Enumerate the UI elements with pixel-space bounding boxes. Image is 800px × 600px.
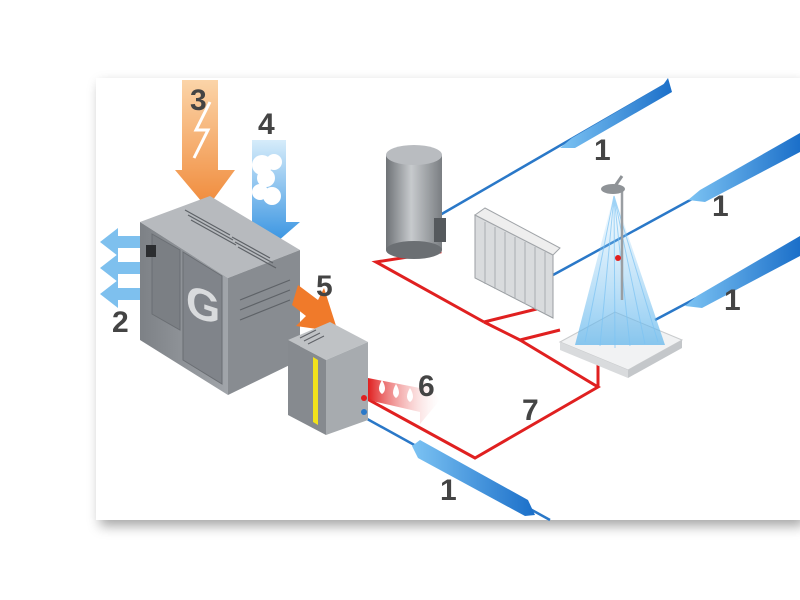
lightning-icon xyxy=(192,101,212,159)
label-heat-flow: 5 xyxy=(316,270,333,303)
label-hot-water: 6 xyxy=(418,370,435,403)
label-cooling-air-in: 4 xyxy=(258,108,275,141)
cloud-icon xyxy=(252,154,282,205)
cooling-air-out-arrows xyxy=(100,228,162,308)
label-electrical-energy: 3 xyxy=(190,84,207,117)
storage-tank xyxy=(386,145,446,259)
heat-recovery-unit xyxy=(288,322,368,435)
heat-flow-arrow xyxy=(292,285,338,332)
water-arrow-shower xyxy=(685,236,800,308)
label-water-inlet-radiator: 1 xyxy=(712,190,729,223)
water-inlet-arrows xyxy=(412,78,800,516)
water-arrow-tank xyxy=(560,78,672,148)
label-hot-water-circuit: 7 xyxy=(522,394,539,427)
electrical-energy-arrow xyxy=(175,80,235,208)
label-water-inlet-recovery: 1 xyxy=(440,474,457,507)
cooling-air-arrow xyxy=(240,140,300,248)
label-water-inlet-shower: 1 xyxy=(724,284,741,317)
label-cooling-air-out: 2 xyxy=(112,306,129,339)
compressor-logo: G xyxy=(186,274,220,335)
water-drop-icon xyxy=(379,380,413,402)
water-arrow-radiator xyxy=(688,133,800,202)
water-arrow-recovery xyxy=(412,440,535,516)
label-water-inlet-tank: 1 xyxy=(594,134,611,167)
radiator xyxy=(474,207,561,319)
hot-water-arrow xyxy=(368,376,440,424)
air-compressor: G xyxy=(140,196,300,395)
shower xyxy=(558,175,684,378)
